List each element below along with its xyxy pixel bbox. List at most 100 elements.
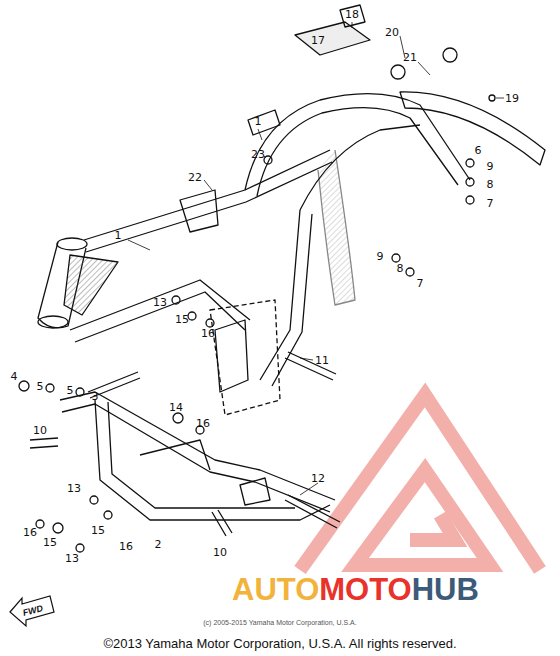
frame-part [76,544,84,552]
leader-lines-part [128,240,150,250]
leader-lines-part [258,129,262,140]
leader-lines-part [204,180,212,190]
callout-number: 16 [23,527,37,538]
callout-number: 1 [255,116,262,127]
watermark-text: HUB [412,574,479,605]
frame-part [108,402,295,508]
frame-part [391,65,405,79]
frame-part [215,320,248,392]
frame-part [84,150,330,240]
frame-part [36,520,44,528]
frame-part [95,400,330,520]
callout-number: 8 [397,263,404,274]
callout-number: 11 [315,355,329,366]
copyright-note: (c) 2005-2015 Yamaha Motor Corporation, … [203,619,356,626]
frame-part [400,92,545,165]
callout-number: 17 [311,35,325,46]
frame-part [466,196,474,204]
frame-part [70,280,250,330]
frame-part [104,511,112,519]
callout-number: 19 [505,93,519,104]
frame-part [295,22,370,55]
frame-part [180,190,218,232]
callout-number: 13 [153,297,167,308]
callout-number: 12 [311,473,325,484]
callout-number: 14 [169,402,183,413]
callout-number: 5 [37,381,44,392]
frame-part [57,238,87,250]
callout-number: 18 [345,9,359,20]
callout-number: 16 [119,541,133,552]
frame-part [86,162,332,252]
callout-number: 21 [403,52,417,63]
frame-part [53,523,63,533]
callout-number: 15 [175,314,189,325]
watermark-text: AUTO [232,574,319,605]
callout-number: 4 [11,371,18,382]
callout-number: 9 [377,251,384,262]
callout-number: 16 [196,418,210,429]
copyright-caption: ©2013 Yamaha Motor Corporation, U.S.A. A… [0,636,560,651]
frame-part [30,438,58,448]
frame-part [19,381,29,391]
frame [19,5,545,552]
frame-part [318,150,355,305]
frame-part [264,156,272,164]
leader-lines-part [418,62,430,75]
frame-part [285,495,340,528]
frame-part [90,496,98,504]
frame-part [406,268,414,276]
callout-number: 13 [67,483,81,494]
frame-part [173,413,183,423]
callout-number: 7 [487,198,494,209]
forward-arrow-part [10,596,54,626]
forward-arrow [10,596,54,626]
frame-part [489,95,495,101]
callout-number: 20 [385,27,399,38]
frame-part [340,5,365,27]
callout-number: 2 [155,539,162,550]
callout-number: 10 [33,425,47,436]
callout-number: 1 [115,230,122,241]
leader-lines-part [496,98,504,99]
frame-part [240,478,270,505]
frame-part [76,388,84,396]
frame-part [466,178,474,186]
logo-mark-part [300,395,540,570]
callout-number: 15 [43,537,57,548]
logo-mark-part [410,515,455,540]
frame-part [212,510,232,536]
callout-number: 13 [65,553,79,564]
frame-part [392,254,400,262]
callout-number: 7 [417,278,424,289]
callout-number: 16 [201,328,215,339]
leader-lines-part [352,22,353,28]
frame-part [64,255,118,315]
logo-mark [300,395,540,570]
frame-part [172,296,180,304]
frame-part [257,108,458,196]
callout-number: 9 [487,161,494,172]
leader-lines-part [300,483,318,495]
callout-number: 23 [251,149,265,160]
frame-part [248,110,280,135]
callout-number: 6 [475,145,482,156]
frame-part [210,300,280,415]
frame-part [38,316,68,328]
leader-lines-part [300,358,313,360]
frame-part [443,48,457,62]
frame-part [188,312,196,320]
leader-lines [128,22,504,495]
frame-part [285,352,336,380]
callout-number: 10 [213,547,227,558]
frame-part [300,125,420,210]
frame-part [75,292,245,342]
callout-number: 3 [92,391,99,402]
logo-mark-part [355,470,490,565]
callout-number: 5 [67,385,74,396]
callout-number: 22 [188,172,202,183]
frame-part [140,440,210,470]
frame-part [206,319,214,327]
